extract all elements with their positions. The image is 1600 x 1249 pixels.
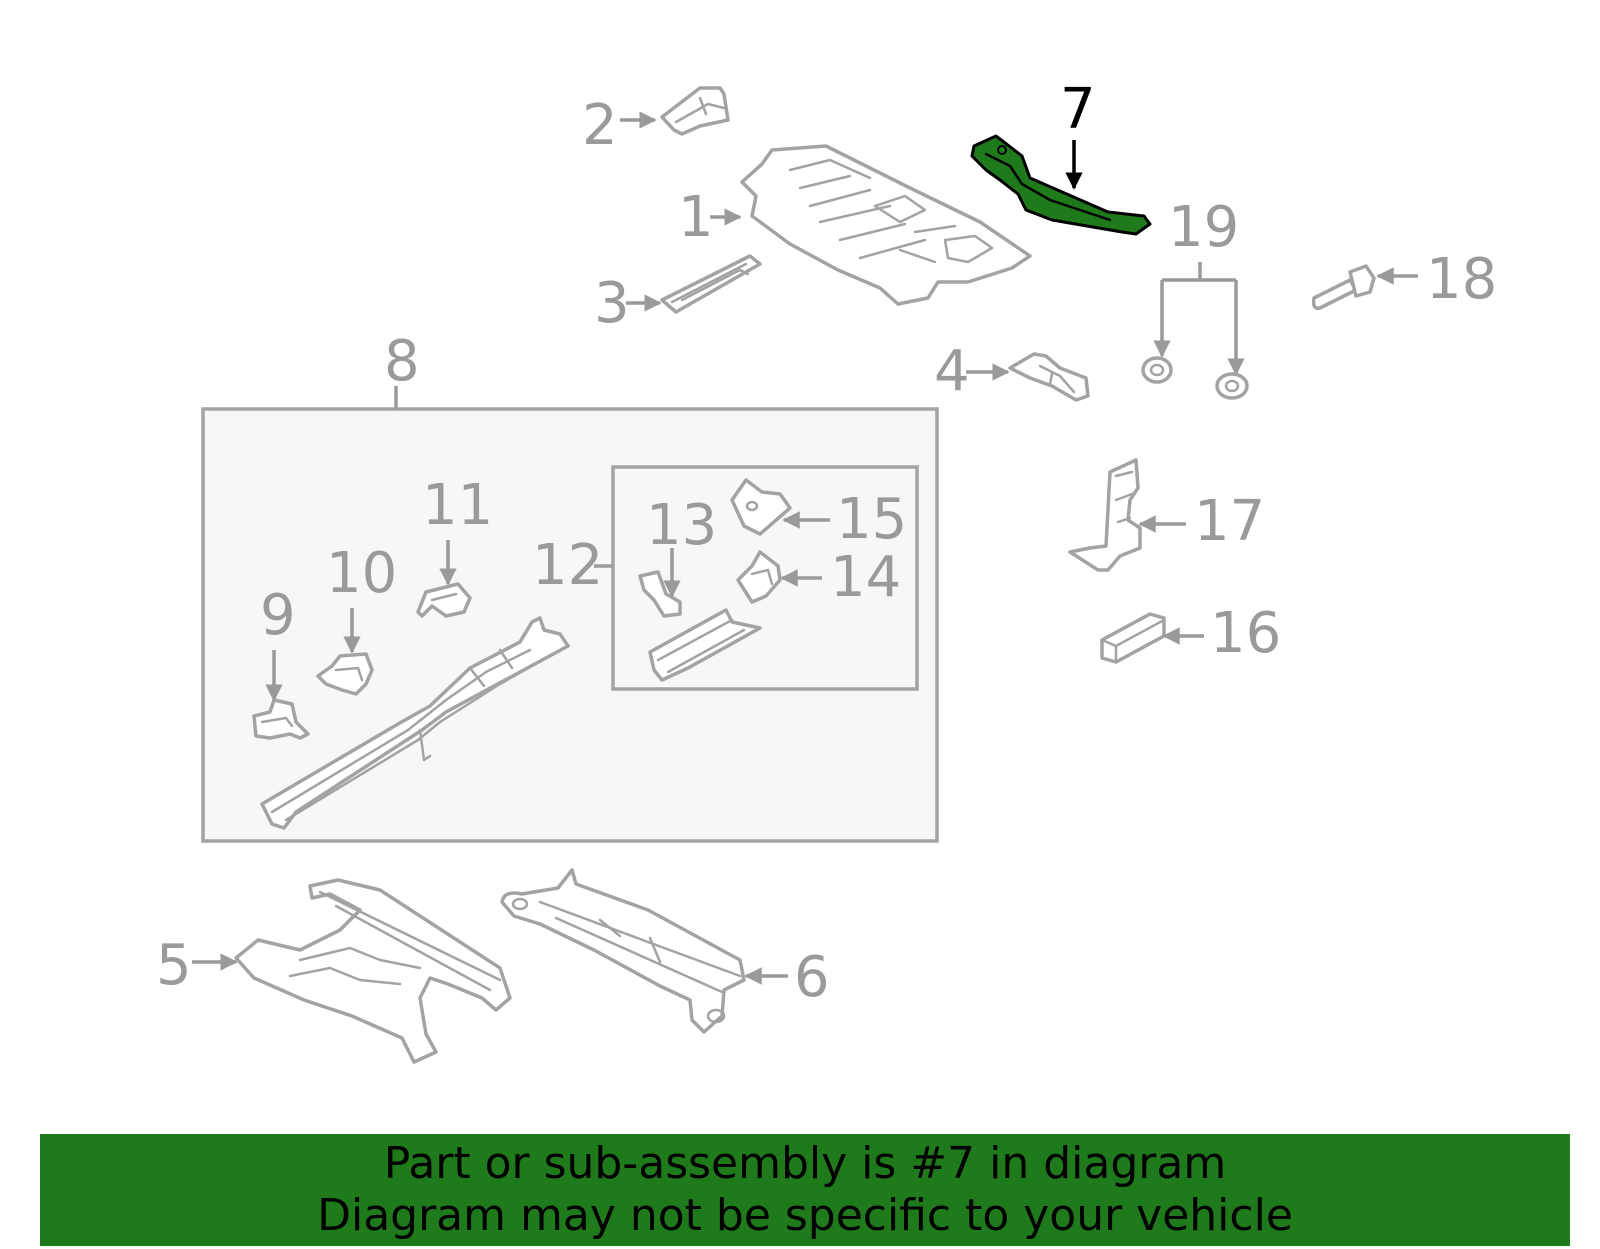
svg-text:1: 1 xyxy=(678,185,714,250)
part-11-bracket[interactable] xyxy=(416,582,472,618)
callout-17: 17 xyxy=(1138,489,1265,554)
callout-1: 1 xyxy=(678,185,742,250)
part-17-bracket[interactable] xyxy=(1068,458,1142,572)
svg-text:12: 12 xyxy=(532,533,603,598)
part-10-bracket[interactable] xyxy=(316,652,374,696)
part-19-nut-right[interactable] xyxy=(1215,372,1249,400)
callout-11: 11 xyxy=(422,473,493,586)
svg-text:15: 15 xyxy=(836,487,907,552)
part-8-side-rail[interactable] xyxy=(260,616,570,830)
callout-14: 14 xyxy=(780,545,901,610)
svg-text:18: 18 xyxy=(1426,247,1497,312)
svg-text:11: 11 xyxy=(422,473,493,538)
callout-19: 19 xyxy=(1153,195,1245,376)
svg-text:13: 13 xyxy=(646,493,717,558)
part-16-block[interactable] xyxy=(1100,612,1166,664)
part-9-bracket[interactable] xyxy=(252,698,310,740)
part-12-channel[interactable] xyxy=(648,608,762,682)
callout-4: 4 xyxy=(934,339,1010,404)
svg-text:2: 2 xyxy=(582,93,618,158)
part-13-bracket[interactable] xyxy=(638,570,682,618)
svg-text:9: 9 xyxy=(260,583,296,648)
part-6-crossmember[interactable] xyxy=(500,868,746,1034)
part-5-crossmember[interactable] xyxy=(234,878,512,1064)
banner-line-1: Part or sub-assembly is #7 in diagram xyxy=(383,1138,1227,1189)
callout-2: 2 xyxy=(582,93,657,158)
svg-text:4: 4 xyxy=(934,339,970,404)
part-3-reinforcement[interactable] xyxy=(660,254,762,314)
svg-text:17: 17 xyxy=(1194,489,1265,554)
part-1-floor-pan[interactable] xyxy=(740,144,1032,306)
part-2-bracket[interactable] xyxy=(660,86,730,136)
svg-text:16: 16 xyxy=(1210,601,1281,666)
callout-7: 7 xyxy=(1060,77,1096,190)
callout-5: 5 xyxy=(156,933,238,998)
callout-13: 13 xyxy=(646,493,717,598)
svg-text:19: 19 xyxy=(1168,195,1239,260)
svg-text:7: 7 xyxy=(1060,77,1096,142)
svg-text:6: 6 xyxy=(794,945,830,1010)
part-19-nut-left[interactable] xyxy=(1141,356,1173,384)
callout-18: 18 xyxy=(1376,247,1497,312)
svg-text:8: 8 xyxy=(384,329,420,394)
callout-16: 16 xyxy=(1162,601,1281,666)
callout-10: 10 xyxy=(326,541,397,654)
callout-15: 15 xyxy=(782,487,907,552)
callout-9: 9 xyxy=(260,583,296,702)
svg-text:10: 10 xyxy=(326,541,397,606)
callout-6: 6 xyxy=(744,945,830,1010)
svg-text:3: 3 xyxy=(594,271,630,336)
part-15-bracket[interactable] xyxy=(730,478,792,536)
callout-3: 3 xyxy=(594,271,662,336)
part-7-highlighted[interactable] xyxy=(970,134,1152,236)
svg-text:5: 5 xyxy=(156,933,192,998)
part-4-bracket[interactable] xyxy=(1008,352,1090,402)
banner-line-2: Diagram may not be specific to your vehi… xyxy=(317,1190,1293,1241)
svg-text:14: 14 xyxy=(830,545,901,610)
info-banner: Part or sub-assembly is #7 in diagram Di… xyxy=(40,1134,1570,1246)
part-18-bolt[interactable] xyxy=(1311,264,1376,311)
part-14-bracket[interactable] xyxy=(736,550,782,604)
